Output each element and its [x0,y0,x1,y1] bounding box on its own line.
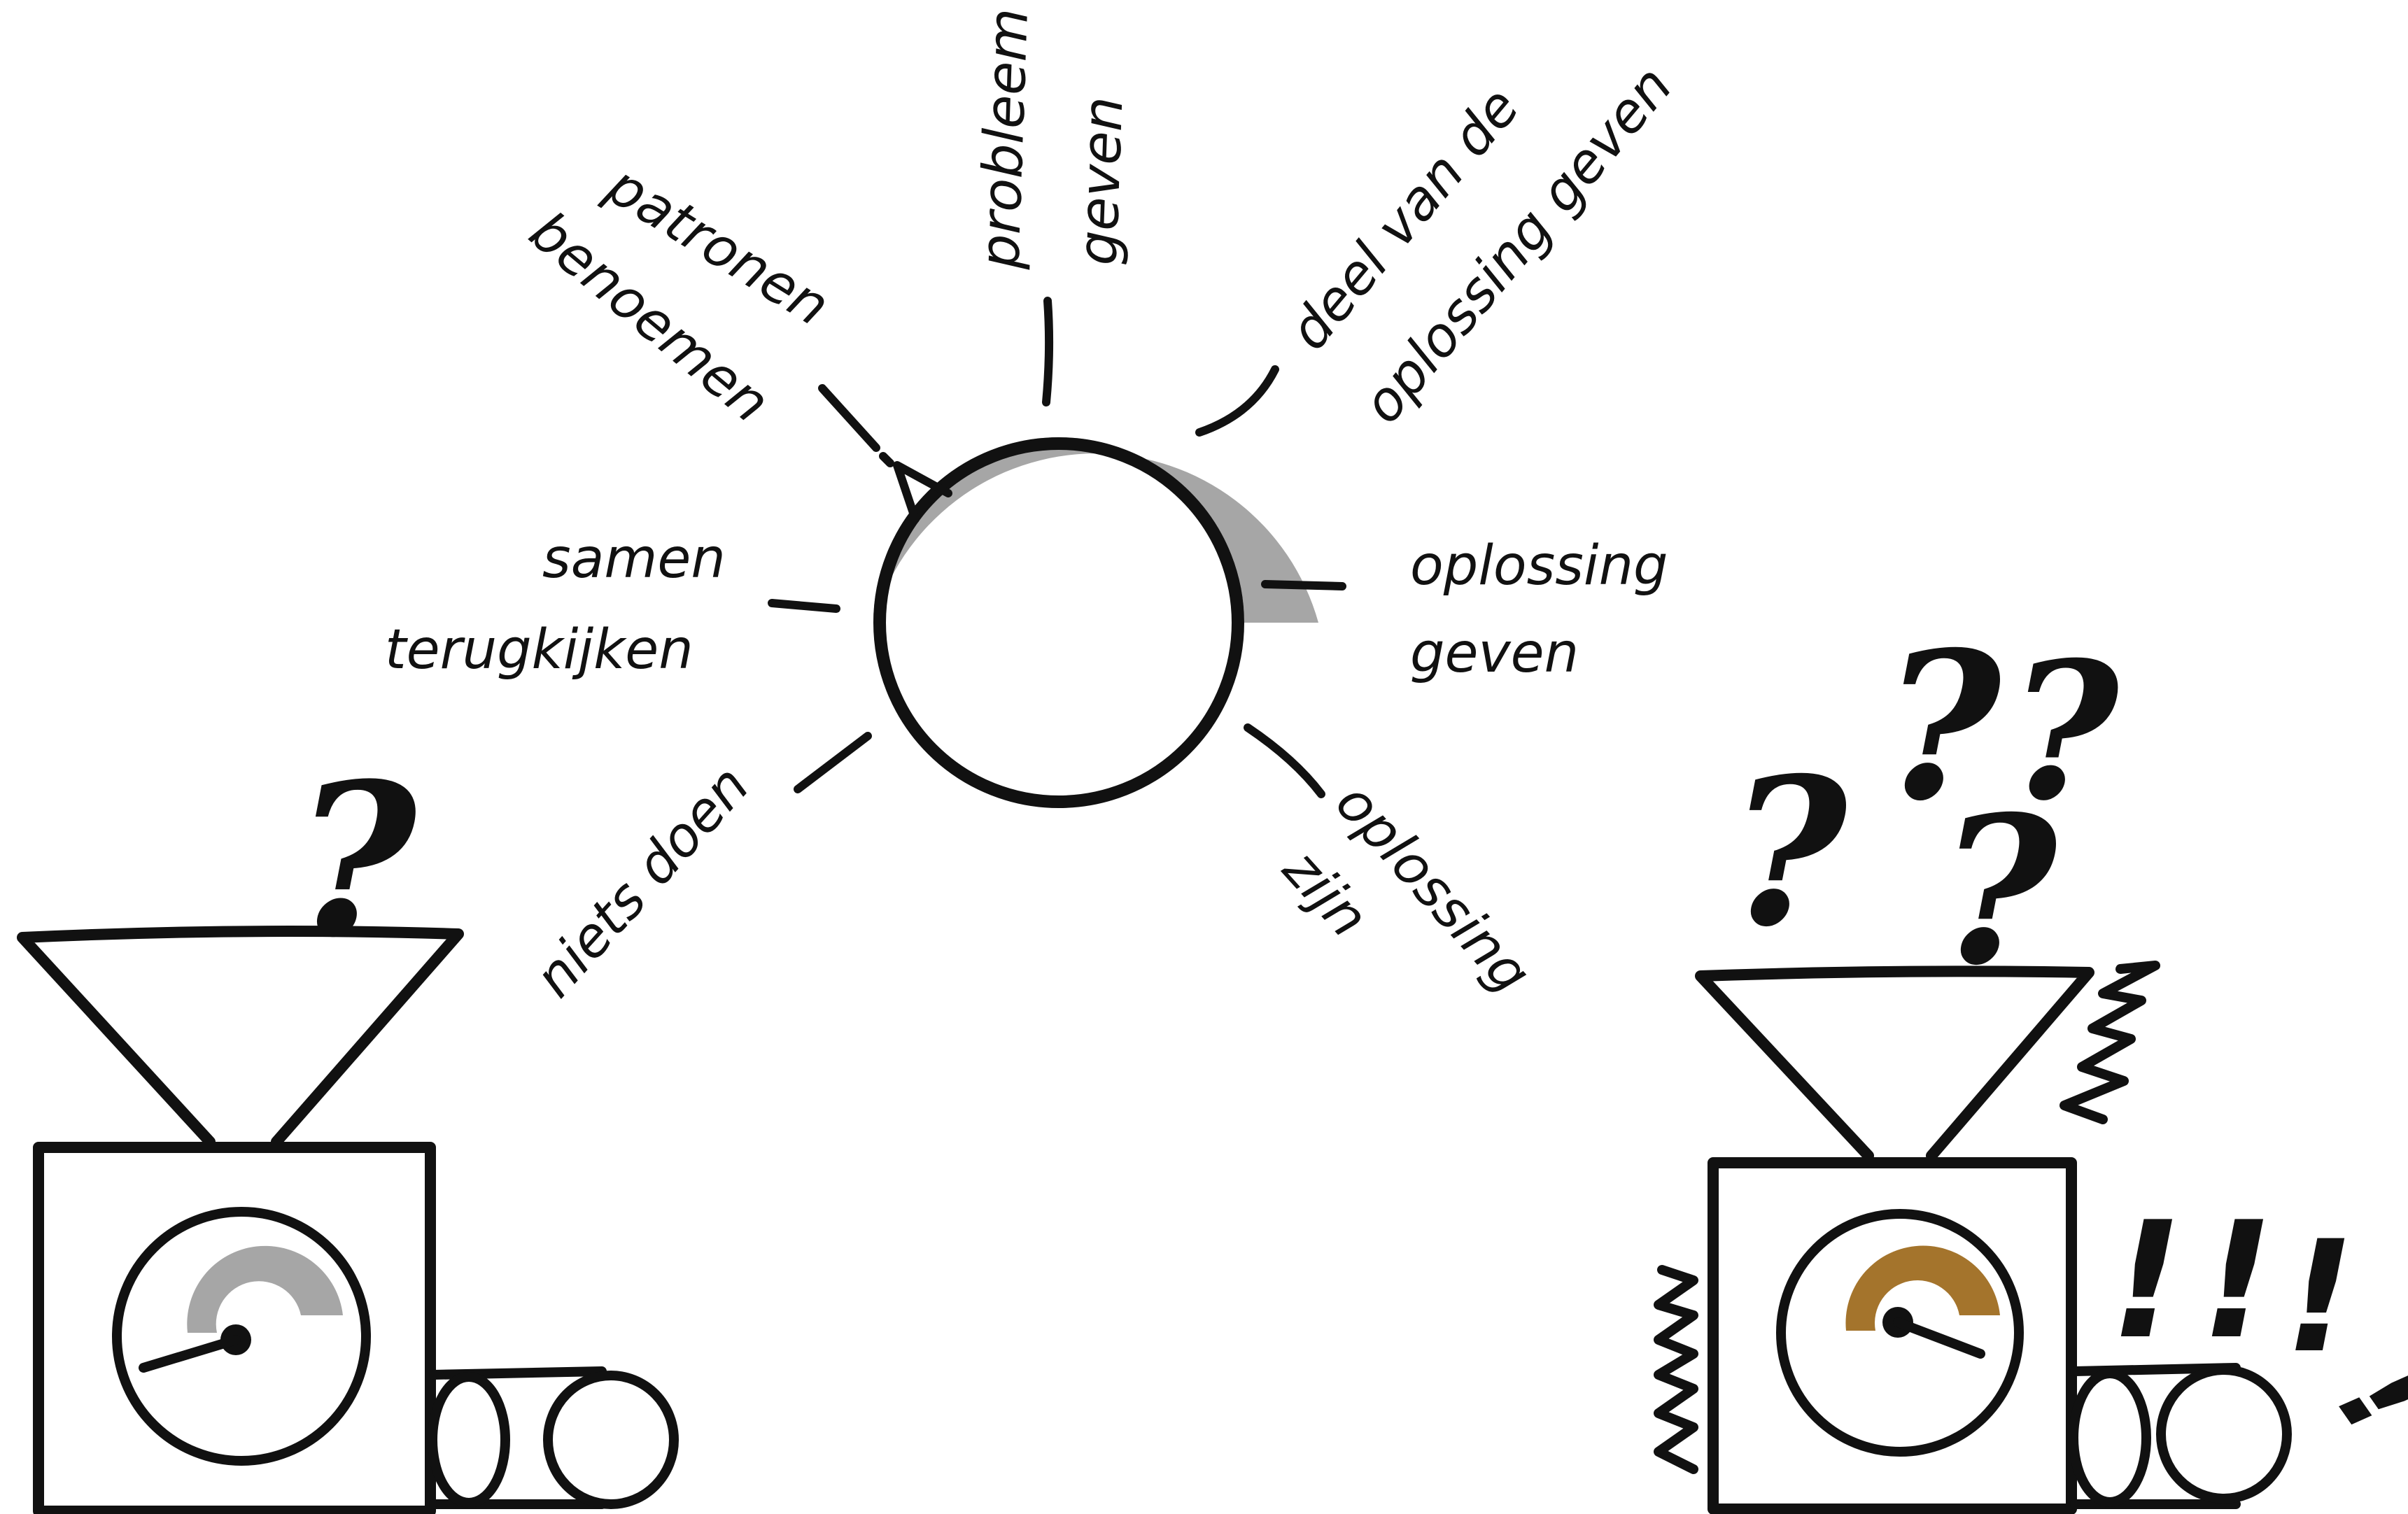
right-machine: ? ? ? ? ! ! ! ! [1659,608,2408,1509]
right-question-mark-1: ? [1728,734,1849,972]
left-gauge-arc [187,1246,343,1333]
spoke-probleem-geven [1046,301,1049,402]
right-exclamation-2: ! [2201,1188,2274,1375]
right-exclamation-3: ! [2285,1208,2355,1387]
right-exclamation-1: ! [2110,1188,2183,1375]
spoke-deel-van-de-oplossing [1199,369,1275,432]
spoke-patronen-benoemen [822,388,876,448]
label-geven-right: geven [1410,622,1579,685]
right-gauge-arc [1845,1246,2000,1331]
dial-ring [880,444,1238,802]
spoke-oplossing-geven [1265,584,1342,586]
dial-highlight-arc [873,437,1318,623]
label-oplossing-right: oplossing [1410,535,1668,597]
right-shake-squiggle-left [1659,1270,1694,1469]
labels: patronen benoemen probleem geven deel va… [385,7,1684,1009]
label-geven-top: geven [1066,96,1135,267]
label-terugkijken: terugkijken [385,618,693,681]
label-probleem: probleem [969,7,1041,270]
left-machine: ? [22,737,674,1511]
spoke-samen-terugkijken [772,603,836,609]
central-dial [873,437,1318,802]
spoke-oplossing-zijn [1248,728,1321,794]
label-samen: samen [542,528,726,590]
left-question-mark: ? [294,737,418,984]
spoke-niets-doen [798,736,868,789]
right-conveyor-roller-1 [2073,1373,2146,1502]
spoke-patronen-benoemen-tick [883,456,890,463]
left-conveyor-roller-2 [548,1375,674,1504]
right-gauge-needle [1898,1322,1980,1354]
right-conveyor-belt [2075,1368,2236,1504]
right-conveyor-roller-2 [2161,1370,2287,1499]
label-niets-doen: niets doen [523,754,761,1010]
left-gauge-needle [143,1340,236,1368]
left-conveyor-roller-1 [432,1377,505,1503]
